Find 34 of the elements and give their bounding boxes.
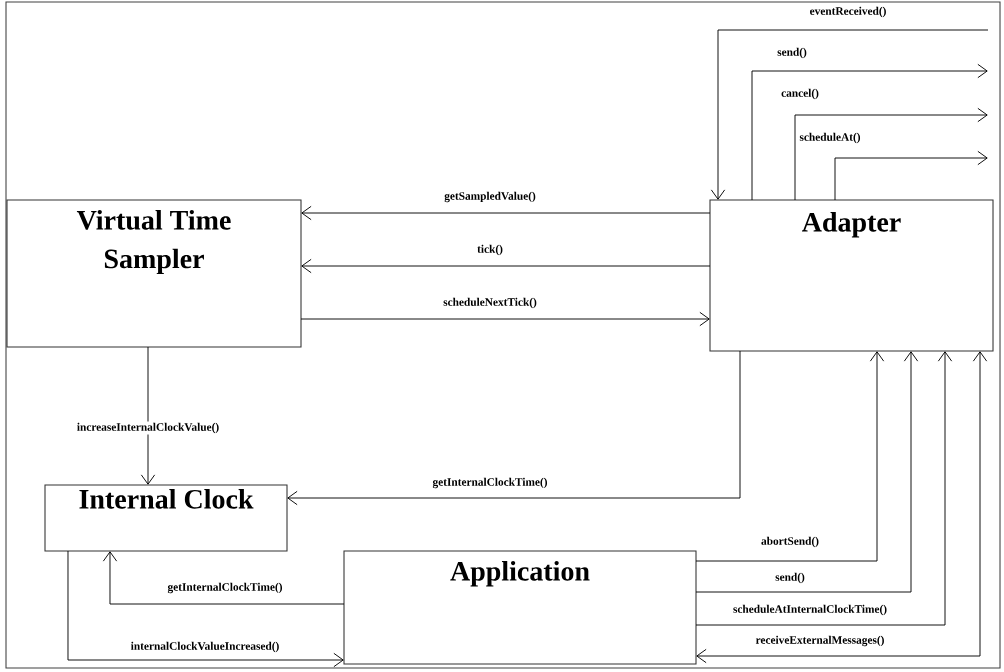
edge-label: internalClockValueIncreased() xyxy=(129,640,281,654)
arrow xyxy=(287,350,741,506)
edge-label: tick() xyxy=(475,243,505,257)
arrow xyxy=(301,258,711,274)
arrow xyxy=(695,351,885,562)
arrow xyxy=(102,551,345,605)
arrow xyxy=(301,205,711,221)
arrow xyxy=(710,29,989,200)
edge-label: getSampledValue() xyxy=(442,190,538,204)
edge-label: receiveExternalMessages() xyxy=(754,634,886,648)
arrow xyxy=(834,150,988,201)
component-box: Application xyxy=(343,550,697,665)
edge-label: abortSend() xyxy=(759,535,821,549)
edge-label: increaseInternalClockValue() xyxy=(75,421,221,435)
edge-label: send() xyxy=(775,46,809,60)
component-box: Virtual Time Sampler xyxy=(6,199,302,348)
arrow xyxy=(696,351,988,664)
edge-label: cancel() xyxy=(779,87,821,101)
edge-label: send() xyxy=(773,571,807,585)
component-box: Internal Clock xyxy=(44,484,288,552)
edge-label: scheduleAtInternalClockTime() xyxy=(731,603,889,617)
arrow xyxy=(695,351,953,626)
edge-label: getInternalClockTime() xyxy=(166,581,284,595)
arrow xyxy=(67,550,344,668)
arrow xyxy=(794,107,988,201)
arrow xyxy=(300,311,710,327)
arrow xyxy=(140,346,156,485)
edge-label: scheduleNextTick() xyxy=(441,296,539,310)
edge-label: eventReceived() xyxy=(808,5,888,19)
arrow xyxy=(751,63,988,201)
edge-label: getInternalClockTime() xyxy=(431,476,549,490)
component-box: Adapter xyxy=(709,199,994,352)
edge-label: scheduleAt() xyxy=(798,131,862,145)
arrow xyxy=(695,351,919,593)
